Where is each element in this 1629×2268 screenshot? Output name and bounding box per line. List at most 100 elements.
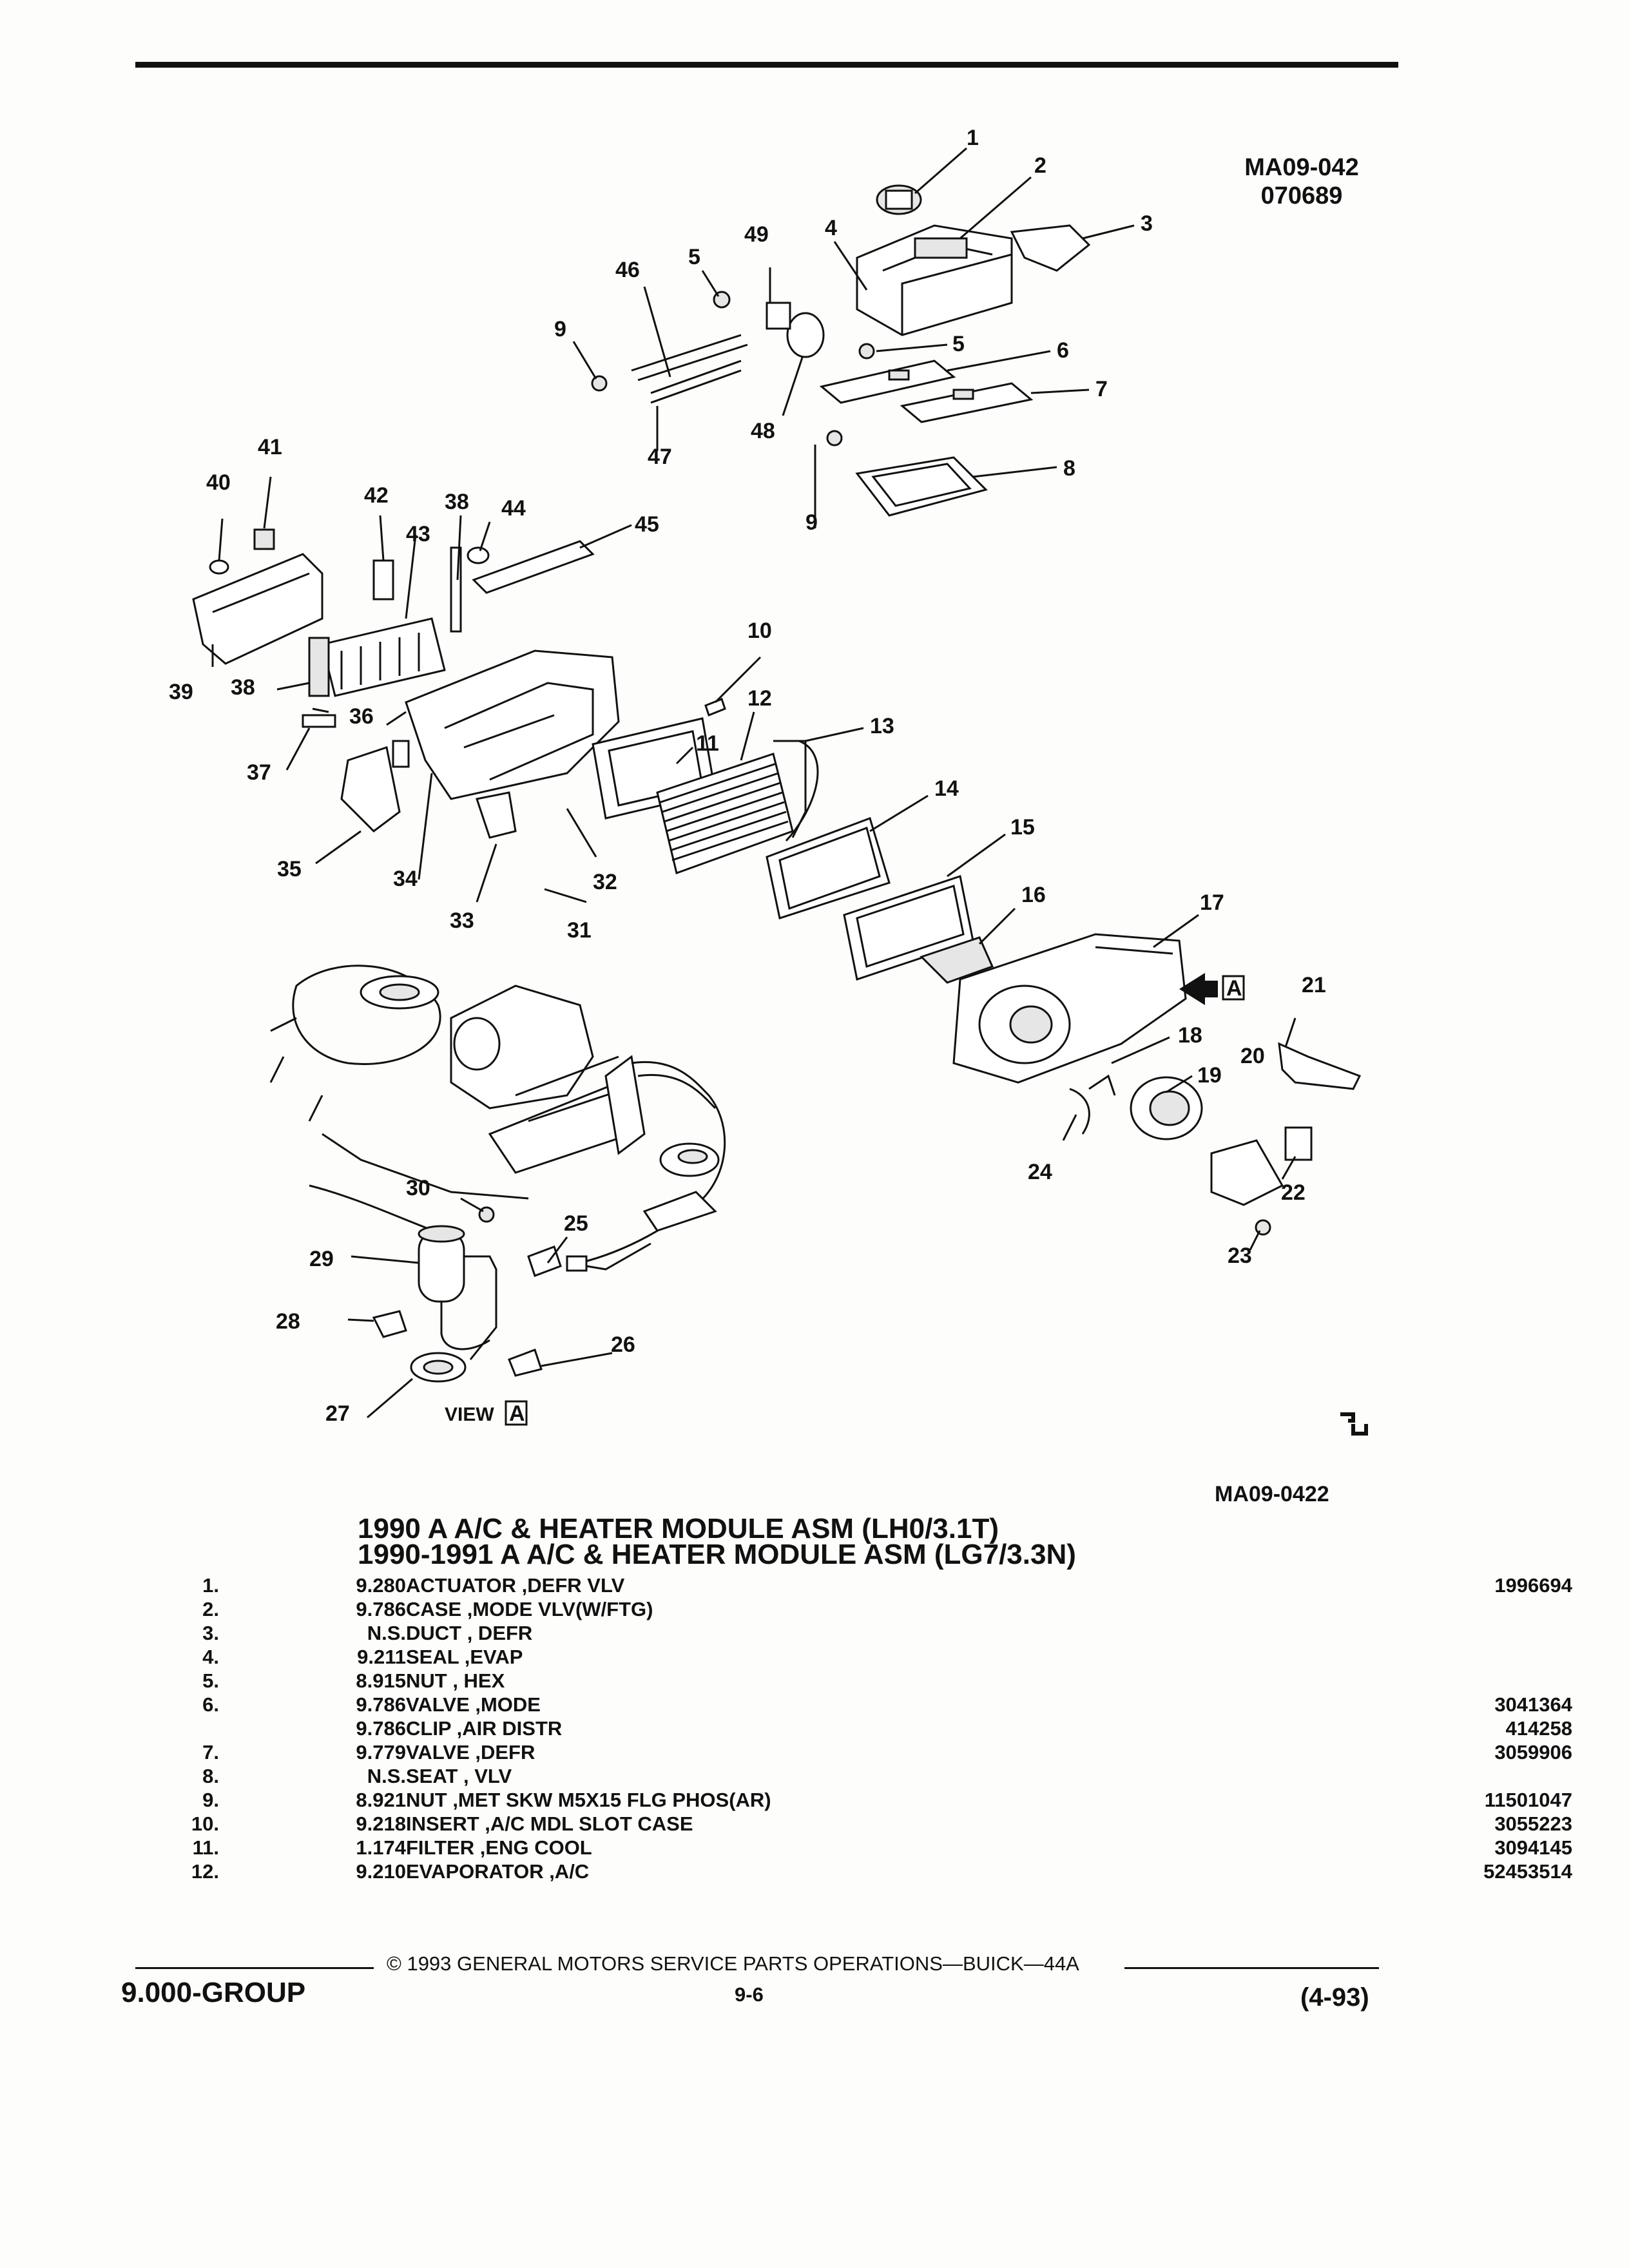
callout-numbers: 1 2 3 4 5 5 6 7 8 9 9 10 11 12 13 14 15 … — [169, 126, 1326, 1426]
part-description: ACTUATOR ,DEFR VLV — [406, 1574, 631, 1597]
callout-46: 46 — [615, 258, 640, 282]
title-line-1: 1990 A A/C & HEATER MODULE ASM (LH0/3.1T… — [358, 1513, 999, 1544]
part-group-code: 8.915 — [356, 1669, 406, 1692]
part-number: 3041364 — [1494, 1693, 1572, 1716]
part-group-code: 9.779 — [356, 1741, 406, 1763]
part-description-cell: NUT , HEX — [406, 1669, 1398, 1693]
part-description-cell: EVAPORATOR ,A/C — [406, 1860, 1398, 1883]
view-a-label: VIEW A — [445, 1400, 528, 1426]
leader-lines — [211, 147, 1296, 1419]
defroster-duct-part — [1010, 224, 1091, 272]
footer-group: 9.000-GROUP — [121, 1977, 306, 2008]
heater-case-cover-part — [192, 553, 323, 665]
footer-rule-left — [135, 1967, 374, 1969]
part-number: 3055223 — [1494, 1812, 1572, 1835]
callout-34: 34 — [393, 867, 418, 891]
callout-2: 2 — [1034, 153, 1046, 178]
footer-copyright: © 1993 GENERAL MOTORS SERVICE PARTS OPER… — [387, 1952, 1079, 1975]
part-group-code: N.S. — [367, 1765, 406, 1787]
callout-19: 19 — [1197, 1063, 1222, 1088]
callout-30: 30 — [406, 1176, 430, 1200]
callout-44: 44 — [501, 496, 526, 521]
part-description: CLIP ,AIR DISTR — [406, 1717, 569, 1740]
part-number-index — [155, 1716, 219, 1740]
actuator-part — [876, 184, 922, 215]
part-number-index: 8. — [202, 1765, 219, 1787]
mode-valve-part — [819, 360, 956, 404]
callout-35: 35 — [277, 857, 302, 881]
callout-22: 22 — [1281, 1180, 1306, 1205]
callout-15: 15 — [1010, 815, 1035, 840]
callout-16: 16 — [1021, 883, 1046, 907]
callout-1: 1 — [967, 126, 979, 150]
part-description-cell: CASE ,MODE VLV(W/FTG) — [406, 1597, 1398, 1621]
heater-core-part — [308, 617, 446, 697]
part-number-index: 1. — [202, 1574, 219, 1597]
part-description-cell: SEAT , VLV — [406, 1764, 1398, 1788]
callout-23: 23 — [1228, 1244, 1252, 1268]
callout-32: 32 — [593, 870, 617, 894]
part-description-cell: NUT ,MET SKW M5X15 FLG PHOS(AR) — [406, 1788, 1398, 1812]
mode-valve-case-part — [856, 224, 1013, 336]
figure-code: 070689 — [1260, 182, 1343, 209]
part-description-cell: FILTER ,ENG COOL — [406, 1836, 1398, 1860]
callout-27: 27 — [325, 1401, 350, 1426]
callout-9a: 9 — [554, 317, 566, 341]
seal-frames-part — [766, 817, 994, 984]
figure-id: MA09-042 — [1244, 154, 1359, 181]
part-number: 3094145 — [1494, 1836, 1572, 1859]
callout-47: 47 — [648, 445, 672, 469]
callout-12: 12 — [747, 686, 772, 711]
exploded-parts-diagram: A — [169, 126, 1368, 1506]
part-number-index: 6. — [202, 1693, 219, 1716]
part-number-index: 5. — [202, 1669, 219, 1692]
arrow-view-marker: A — [1226, 976, 1242, 1001]
part-number: 414258 — [1505, 1717, 1572, 1740]
callout-43: 43 — [406, 522, 430, 546]
part-group-code: 1.174 — [356, 1836, 406, 1859]
part-description: SEAL ,EVAP — [406, 1646, 530, 1668]
callout-5a: 5 — [688, 245, 700, 269]
figure-id-block: MA09-042 070689 — [1237, 153, 1366, 210]
corner-mark — [1340, 1412, 1368, 1436]
parts-row: 3. N.S.DUCT , DEFR — [155, 1621, 1572, 1645]
small-fasteners-top — [591, 291, 875, 447]
part-number — [1398, 1764, 1572, 1788]
part-number-index: 11. — [192, 1836, 219, 1859]
view-marker: A — [509, 1401, 525, 1426]
callout-18: 18 — [1178, 1023, 1202, 1048]
part-description-cell: CLIP ,AIR DISTR — [406, 1716, 1398, 1740]
callout-26: 26 — [611, 1332, 635, 1357]
callout-9b: 9 — [805, 510, 818, 535]
callout-42: 42 — [364, 483, 389, 508]
callout-20: 20 — [1240, 1044, 1265, 1068]
callout-8: 8 — [1063, 456, 1075, 481]
part-number: 11501047 — [1484, 1789, 1572, 1811]
part-group-code: N.S. — [367, 1622, 406, 1644]
part-number-index: 12. — [191, 1860, 219, 1883]
defroster-valve-part — [900, 382, 1034, 423]
part-description: DUCT , DEFR — [406, 1622, 539, 1644]
part-description: CASE ,MODE VLV(W/FTG) — [406, 1598, 660, 1620]
callout-21: 21 — [1302, 973, 1326, 997]
part-description: NUT ,MET SKW M5X15 FLG PHOS(AR) — [406, 1789, 778, 1811]
callout-25: 25 — [564, 1211, 588, 1236]
part-number: 1996694 — [1494, 1574, 1572, 1597]
part-number-index: 3. — [202, 1622, 219, 1644]
blower-housing-part — [952, 933, 1187, 1084]
part-group-code: 9.786 — [356, 1598, 406, 1620]
part-number-index: 7. — [202, 1741, 219, 1763]
top-rule — [135, 62, 1398, 68]
callout-14: 14 — [934, 776, 959, 801]
callout-3: 3 — [1141, 211, 1153, 236]
